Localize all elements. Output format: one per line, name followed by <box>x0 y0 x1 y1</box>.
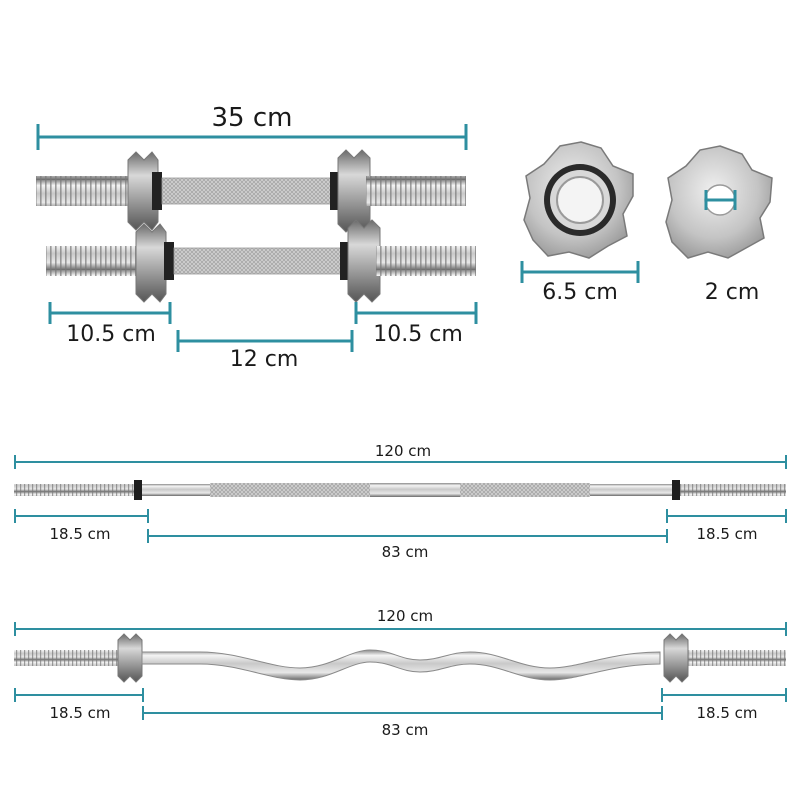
straight-bar-left-sleeve-label: 18.5 cm <box>49 525 111 543</box>
dumbbell-handle-top <box>36 149 466 233</box>
spin-lock-collar-front <box>523 141 634 259</box>
collar-inner-diameter-label: 2 cm <box>704 280 760 305</box>
dumbbell-right-sleeve-label: 10.5 cm <box>373 322 463 347</box>
dimension-lines-barbells <box>14 455 787 720</box>
dimension-lines <box>36 124 737 352</box>
collar-outer-diameter-label: 6.5 cm <box>542 280 618 305</box>
straight-bar-right-sleeve-label: 18.5 cm <box>696 525 758 543</box>
dumbbell-grip-label: 12 cm <box>229 347 299 372</box>
straight-bar-total-length-label: 120 cm <box>374 442 432 460</box>
curl-bar-grip-label: 83 cm <box>381 721 429 739</box>
dumbbell-handle-bottom <box>46 219 476 303</box>
dumbbell-left-sleeve-label: 10.5 cm <box>66 322 156 347</box>
straight-bar-grip-label: 83 cm <box>381 543 429 561</box>
curl-bar-left-sleeve-label: 18.5 cm <box>49 704 111 722</box>
spin-lock-collar-back <box>665 145 773 259</box>
dumbbell-total-length-label: 35 cm <box>211 103 293 133</box>
curl-bar-total-length-label: 120 cm <box>376 607 434 625</box>
curl-bar-right-sleeve-label: 18.5 cm <box>696 704 758 722</box>
straight-barbell <box>14 480 786 500</box>
ez-curl-barbell <box>14 633 786 683</box>
